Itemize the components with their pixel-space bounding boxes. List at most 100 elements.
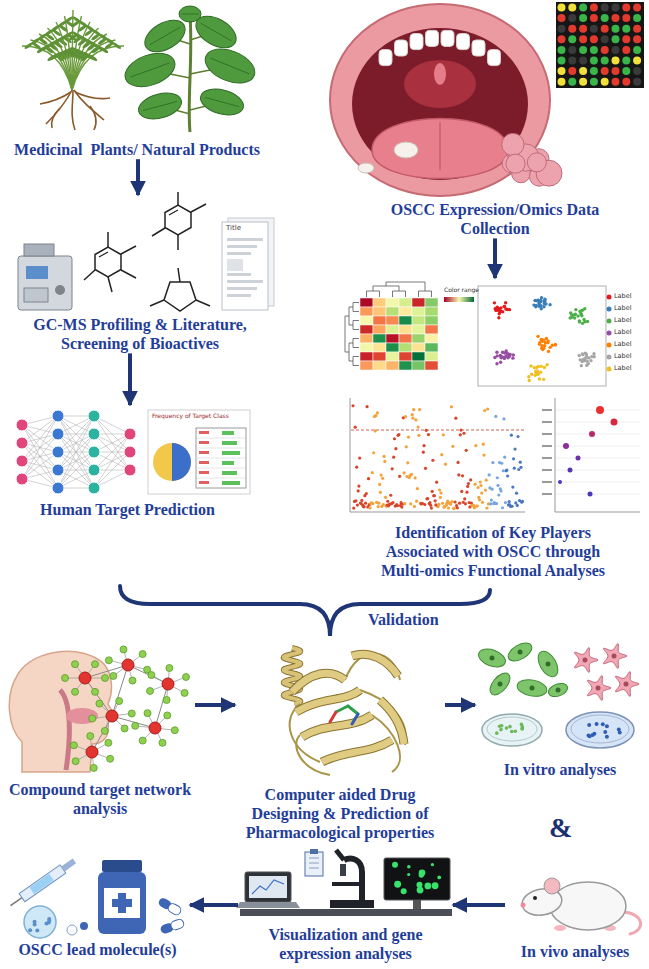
plant-leaf	[80, 54, 90, 62]
term-bar	[542, 445, 552, 447]
clipboard-line	[309, 863, 319, 864]
pill-dot	[33, 920, 37, 924]
plant-leaf	[104, 42, 114, 50]
tongue	[372, 119, 508, 179]
neuron	[52, 446, 64, 458]
snp-point	[456, 461, 459, 464]
snp-point	[513, 447, 516, 450]
clipboard-line	[309, 858, 319, 859]
legend-label: Label	[614, 353, 632, 360]
heatmap-cell	[386, 316, 399, 325]
network-weight	[94, 434, 130, 488]
chart-header: Frequency of Target Class	[152, 413, 229, 420]
microarray-spot	[579, 78, 587, 86]
heatmap-cell	[412, 361, 425, 370]
tooth	[488, 50, 501, 66]
snp-point	[427, 433, 430, 436]
snp-point	[378, 483, 381, 486]
step-caption: Computer aided Drug Designing & Predicti…	[235, 785, 445, 843]
snp-point	[486, 407, 489, 410]
laptop-screen	[245, 872, 291, 902]
uvula	[434, 63, 446, 85]
tongue-midline	[439, 122, 440, 170]
snp-point	[360, 499, 363, 502]
snp-point	[424, 467, 427, 470]
tsne-point	[506, 308, 509, 311]
molecule-bond	[107, 232, 109, 247]
heatmap-cell	[373, 361, 386, 370]
snp-point	[431, 490, 434, 493]
neuron	[52, 428, 64, 440]
snp-point	[354, 499, 357, 502]
fluorescent-cell	[407, 865, 411, 869]
snp-point	[364, 502, 367, 505]
snp-point	[496, 476, 499, 479]
dendrogram	[419, 291, 432, 297]
tsne-point	[574, 308, 577, 311]
plant-root	[46, 90, 72, 124]
microarray-spot	[568, 78, 576, 86]
molecule-bond	[177, 192, 179, 205]
snp-point	[389, 494, 392, 497]
snp-point	[417, 425, 420, 428]
microarray-spot	[622, 46, 630, 54]
legend-label: Label	[614, 329, 632, 336]
dendrogram	[353, 339, 359, 348]
snp-point	[464, 502, 467, 505]
network-weight	[94, 416, 130, 470]
network-edge	[85, 678, 112, 716]
target-node	[105, 657, 112, 664]
tsne-point	[538, 377, 541, 380]
microarray-spot	[612, 25, 620, 33]
table-rule	[196, 458, 246, 459]
document-line	[227, 294, 251, 297]
snp-point	[475, 504, 478, 507]
beta-strand	[352, 654, 398, 676]
neuron	[16, 473, 28, 485]
snp-point	[412, 408, 415, 411]
chart-panel	[148, 410, 250, 494]
tsne-point	[580, 360, 583, 363]
tsne-plot	[478, 286, 612, 386]
heatmap-cell	[412, 343, 425, 352]
tsne-point	[536, 369, 539, 372]
microarray-spot	[633, 78, 641, 86]
plant-root	[72, 90, 75, 130]
heatmap-cell	[373, 298, 386, 307]
legend-label: Label	[614, 293, 632, 300]
step-caption: Compound target network analysis	[5, 780, 195, 818]
table-rule	[196, 478, 246, 479]
snp-point	[460, 490, 463, 493]
tsne-point	[570, 313, 573, 316]
microarray-spot	[579, 35, 587, 43]
fluorescent-cell	[419, 869, 426, 876]
target-node	[92, 688, 99, 695]
microarray-spot	[612, 67, 620, 75]
snp-point	[444, 463, 447, 466]
tsne-point	[581, 322, 584, 325]
neuron	[52, 410, 64, 422]
leaf-vein	[181, 14, 199, 15]
pie-slice	[172, 443, 191, 481]
microarray-spot	[633, 67, 641, 75]
eye	[533, 896, 537, 900]
target-node	[171, 727, 178, 734]
tsne-point	[540, 347, 543, 350]
microarray-spot	[601, 57, 609, 65]
plant-root	[40, 92, 71, 104]
heatmap-cell	[399, 352, 412, 361]
snp-point	[357, 489, 360, 492]
tooth	[395, 40, 408, 56]
microarray-spot	[558, 4, 566, 12]
color-bar	[444, 297, 474, 302]
flow-arrow	[445, 703, 475, 707]
legend-label: Label	[614, 305, 632, 312]
fluorescent-cell	[407, 873, 410, 876]
heatmap-cell	[360, 298, 373, 307]
fluorescent-cell	[396, 884, 399, 887]
cell	[615, 672, 639, 697]
plant-leaf	[198, 85, 247, 120]
capsule-half	[167, 902, 183, 916]
flow-arrow	[493, 238, 497, 278]
snp-point	[394, 447, 397, 450]
